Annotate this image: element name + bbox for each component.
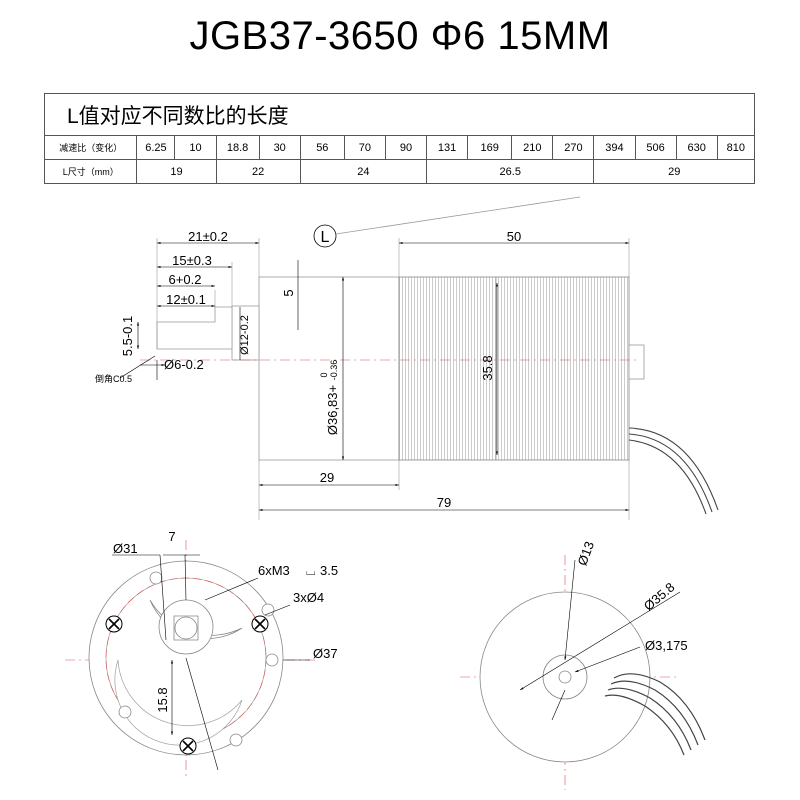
ratio-cell: 169 [467,135,513,160]
output-shaft [156,306,233,350]
dim-15: 15±0.3 [172,253,212,268]
ratio-cell: 394 [593,135,636,160]
back-view [460,555,706,790]
dim-phi6: Ø6-0.2 [164,357,204,372]
length-cell: 22 [215,159,301,184]
front-view [65,540,315,780]
ratio-cell: 6.25 [136,135,176,160]
shaft-collar [231,305,260,361]
screw-heads [105,615,269,755]
length-cell: 26.5 [426,159,595,184]
side-view-labels: 21±0.2 50 15±0.3 6+0.2 12±0.1 5 5.5-0.1 … [95,229,521,510]
length-header: L尺寸（mm） [43,159,138,184]
dim-12: 12±0.1 [166,292,206,307]
page-title: JGB37-3650 Φ6 15MM [189,14,611,58]
l-marker [313,196,581,248]
ratio-cell: 630 [675,135,718,160]
dim-21: 21±0.2 [188,229,228,244]
side-view: L [119,196,719,520]
dim-phi37: Ø37 [313,646,338,661]
length-cell: 24 [299,159,428,184]
depth-symbol: ⌴ [306,564,316,578]
back-lead-wires [604,673,706,756]
front-view-labels: Ø31 7 6xM3 ⌴ 3.5 3xØ4 Ø37 15.8 [113,529,338,713]
length-cell: 19 [136,159,217,184]
rear-boss [628,344,645,380]
screw-depth: 3.5 [320,563,338,578]
screw-holes-label: 6xM3 [258,563,290,578]
dim-phi12: Ø12-0.2 [239,315,251,355]
dim-5: 5 [281,289,296,296]
dim-phi31: Ø31 [113,541,138,556]
mount-holes-label: 3xØ4 [293,590,324,605]
dim-phi36-83: Ø36,83+ [325,385,340,435]
gearbox-housing [258,276,400,461]
dim-5-5: 5.5-0.1 [120,316,135,356]
lead-wires [628,427,719,515]
rear-shaft [558,670,572,684]
table-caption: L值对应不同数比的长度 [44,93,755,136]
chamfer-label: 倒角C0.5 [95,373,132,384]
length-cell: 29 [593,159,755,184]
dim-6: 6+0.2 [169,272,202,287]
motor-body [398,276,630,461]
ratio-cell: 70 [343,135,386,160]
ratio-cell: 810 [716,135,756,160]
dim-phi3-175: Ø3,175 [645,638,688,653]
dim-phi35-8: Ø35.8 [641,579,678,613]
dim-35-8: 35.8 [480,355,495,380]
dim-29: 29 [320,470,334,485]
mount-holes [118,571,279,747]
tol-upper: 0 [319,372,329,377]
tol-lower: -0.36 [329,360,339,381]
ratio-cell: 56 [299,135,345,160]
dim-phi13: Ø13 [575,539,598,567]
l-marker-label: L [321,229,330,246]
dim-79: 79 [437,495,451,510]
dim-50: 50 [507,229,521,244]
dim-15-8: 15.8 [155,687,170,712]
dim-7: 7 [168,529,175,544]
